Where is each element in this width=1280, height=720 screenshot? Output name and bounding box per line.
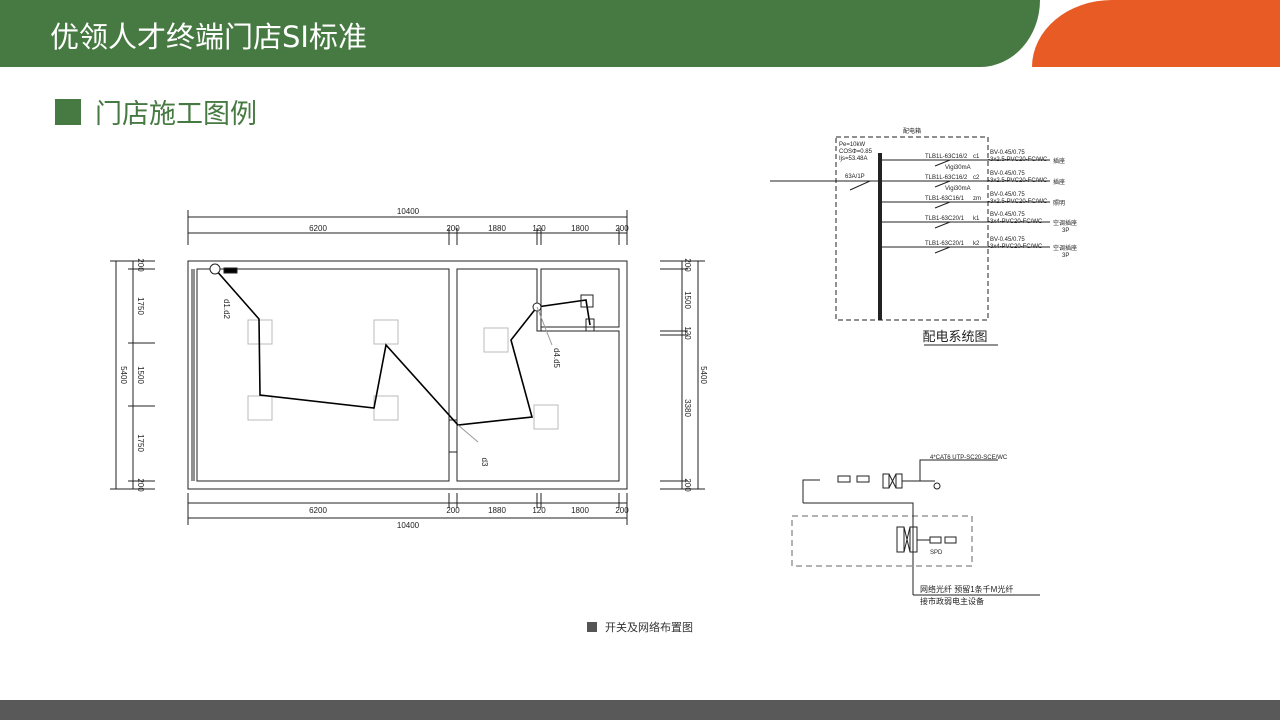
branch-breaker: TLB1-63C20/1 (925, 216, 965, 222)
dim-top-seg: 1800 (571, 224, 589, 233)
dim-bottom-seg: 200 (615, 506, 629, 515)
dim-bottom-total: 10400 (397, 521, 420, 530)
circuit-label: d3 (480, 458, 489, 467)
branch-code: k1 (973, 216, 980, 222)
network-labels: 4*CAT6 UTP-SC20-SCE/WC SPD 网络光纤 预留1条千M光纤… (920, 455, 1013, 606)
branch-rcd: Vigi30mA (945, 186, 971, 192)
branch-load2: 3P (1062, 228, 1069, 234)
section-title: 门店施工图例 (95, 99, 257, 130)
branch-cable1: BV-0.45/0.75 (990, 150, 1025, 156)
branch-code: c1 (973, 154, 980, 160)
branch-switch (934, 221, 951, 229)
branch-load: 空调插座 (1053, 219, 1077, 227)
section-heading: 门店施工图例 (55, 92, 257, 131)
diagram-title: 配电系统图 (922, 329, 987, 344)
page-title: 优领人才终端门店SI标准 (50, 20, 367, 54)
main-breaker: 63A/1P (845, 174, 865, 180)
circuit-label: d1.d2 (222, 299, 231, 320)
branch-code: c2 (973, 175, 980, 181)
dim-right-seg: 3380 (683, 399, 692, 417)
dim-right-seg: 200 (683, 258, 692, 272)
branch-load: 插座 (1053, 178, 1065, 186)
left-room (196, 268, 450, 482)
network-cable: 4*CAT6 UTP-SC20-SCE/WC (930, 455, 1008, 461)
branch-cable2: -3x2.5-PVC20-FC/WC (988, 178, 1048, 184)
branch-load: 照明 (1053, 200, 1065, 207)
param: COSΦ=0.85 (839, 149, 873, 155)
network-diagram (791, 459, 1040, 596)
branch-cable1: BV-0.45/0.75 (990, 237, 1025, 243)
branch-cable1: BV-0.45/0.75 (990, 212, 1025, 218)
branch-cable2: -3x2.5-PVC20-FC/WC (988, 157, 1048, 163)
dim-left-seg: 200 (136, 258, 145, 272)
dim-right-seg: 1500 (683, 291, 692, 309)
dim-bottom-seg: 120 (532, 506, 546, 515)
branch-load2: 3P (1062, 253, 1069, 259)
section-square-icon (55, 98, 81, 125)
small-room (540, 268, 620, 328)
distribution-diagram (770, 136, 1050, 321)
dim-left-seg: 1750 (136, 297, 145, 315)
dim-left-seg: 200 (136, 478, 145, 492)
dim-right-seg: 200 (683, 478, 692, 492)
figure-caption: 开关及网络布置图 (587, 619, 693, 635)
network-note: 接市政弱电主设备 (920, 596, 984, 606)
dim-left-total: 5400 (119, 366, 128, 384)
footer-bar (0, 700, 1280, 720)
branch-code: k2 (973, 241, 980, 247)
branch-breaker: TLB1-63C16/1 (925, 196, 965, 202)
dim-bottom-seg: 200 (446, 506, 460, 515)
dim-bottom-seg: 1880 (488, 506, 506, 515)
branch-rcd: Vigi30mA (945, 165, 971, 171)
distribution-labels: 配电箱 Pe=10kW COSΦ=0.85 Ijs=53.48A 63A/1P … (839, 127, 1077, 344)
right-room (456, 268, 620, 482)
branch-switch (934, 180, 951, 188)
floor-plan (110, 210, 705, 525)
dim-top-seg: 6200 (309, 224, 327, 233)
dim-top-seg: 200 (446, 224, 460, 233)
branch-switch (934, 201, 951, 209)
dim-right-total: 5400 (699, 366, 708, 384)
branch-load: 空调插座 (1053, 244, 1077, 252)
branch-cable2: -3x4-PVC20-FC/WC (988, 244, 1043, 250)
dim-top-seg: 1880 (488, 224, 506, 233)
branch-breaker: TLB1L-63C16/2 (925, 154, 968, 160)
branch-breaker: TLB1-63C20/1 (925, 241, 965, 247)
branch-switch (934, 246, 951, 254)
branch-load: 插座 (1053, 157, 1065, 165)
branch-breaker: TLB1L-63C16/2 (925, 175, 968, 181)
dim-bottom-seg: 1800 (571, 506, 589, 515)
box-title: 配电箱 (903, 127, 921, 135)
caption-text: 开关及网络布置图 (605, 621, 693, 634)
dim-top-seg: 120 (532, 224, 546, 233)
dim-bottom-seg: 6200 (309, 506, 327, 515)
branch-cable2: -3x2.5-PVC20-FC/WC (988, 199, 1048, 205)
branch-cable2: -3x4-PVC20-FC/WC (988, 219, 1043, 225)
param: Pe=10kW (839, 142, 866, 148)
orange-accent-shape (1032, 0, 1280, 67)
branch-switch (934, 159, 951, 167)
dim-top-total: 10400 (397, 207, 420, 216)
branch-cable1: BV-0.45/0.75 (990, 171, 1025, 177)
dim-right-seg: 120 (683, 326, 692, 340)
branch-code: zm (973, 196, 981, 202)
outer-wall (187, 260, 628, 490)
caption-square-icon (587, 622, 597, 632)
branch-cable1: BV-0.45/0.75 (990, 192, 1025, 198)
circuit-label: d4.d5 (552, 348, 561, 369)
param: Ijs=53.48A (839, 156, 868, 162)
network-spd: SPD (930, 550, 943, 556)
network-note: 网络光纤 预留1条千M光纤 (920, 584, 1013, 594)
header-bar: 优领人才终端门店SI标准 (0, 0, 1040, 67)
dim-left-seg: 1750 (136, 434, 145, 452)
dim-top-seg: 200 (615, 224, 629, 233)
floor-plan-labels: 10400 6200 200 1880 120 1800 200 6200 20… (119, 207, 708, 530)
dim-left-seg: 1500 (136, 366, 145, 384)
